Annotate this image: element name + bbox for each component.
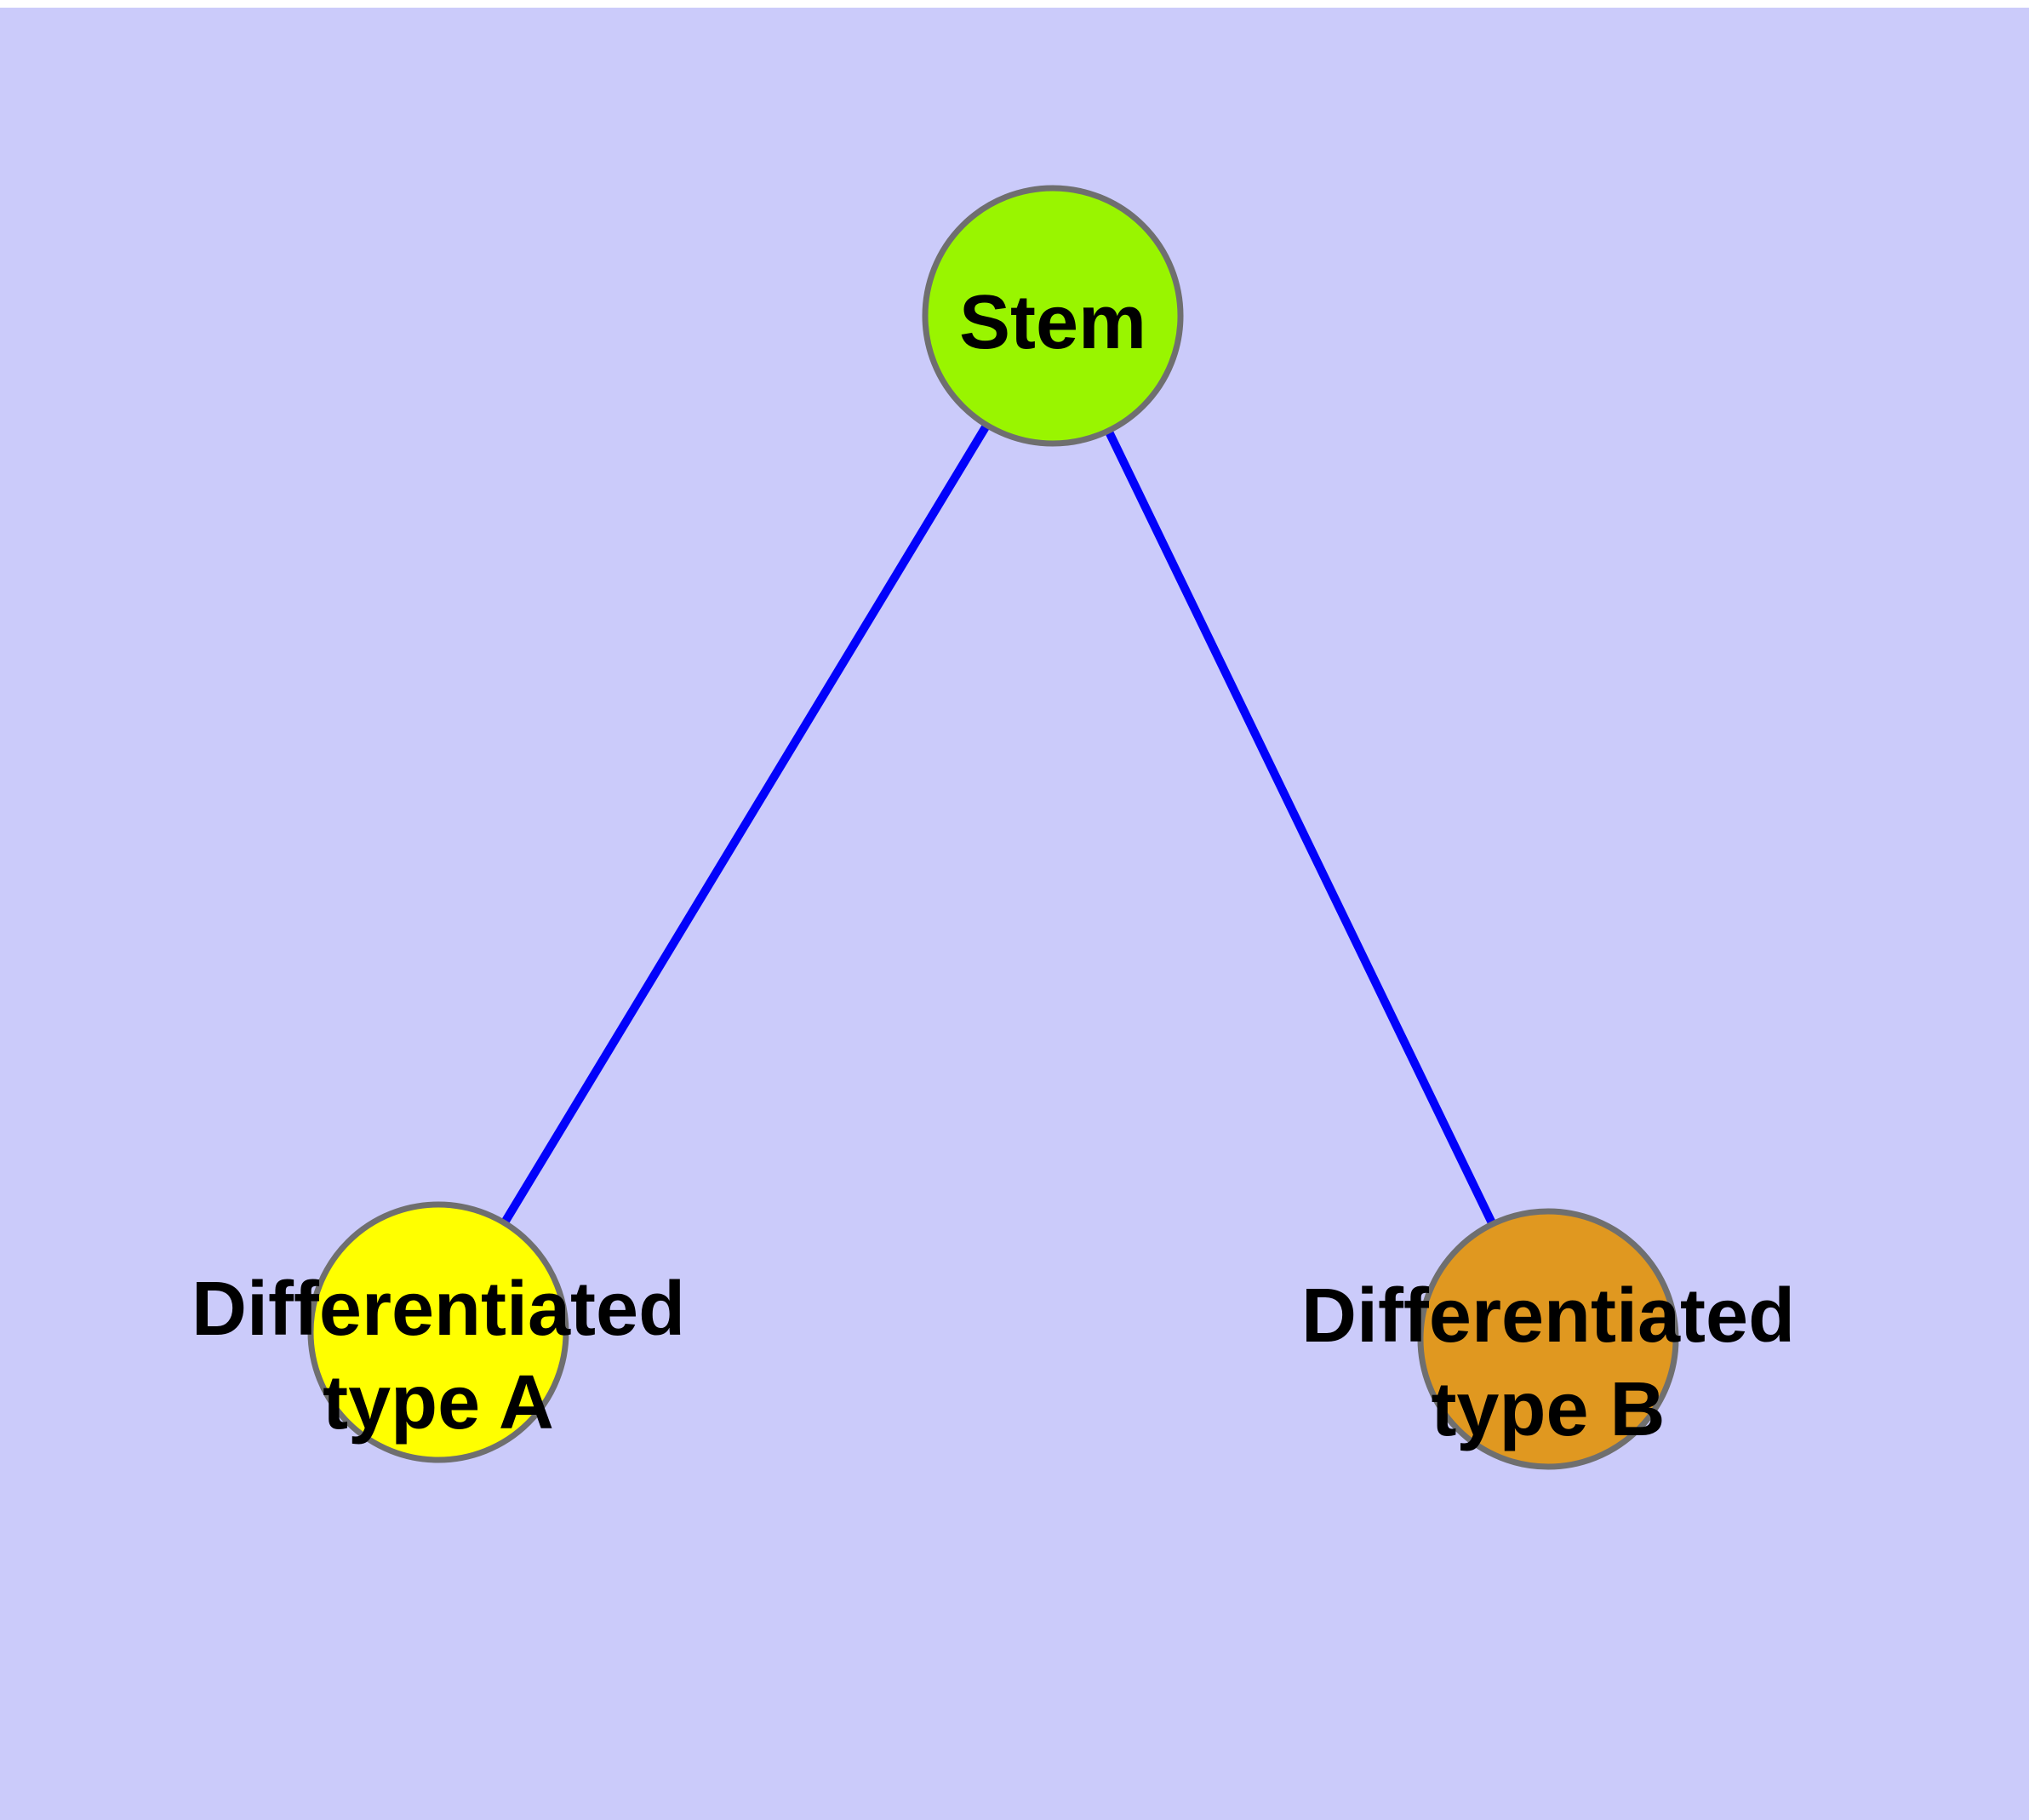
edge-stem-to-differentiated-a — [434, 313, 1057, 1335]
node-differentiated-type-a[interactable] — [307, 1201, 569, 1463]
edge-stem-to-differentiated-b — [1049, 313, 1552, 1342]
node-differentiated-type-b[interactable] — [1417, 1208, 1679, 1470]
node-stem[interactable] — [922, 185, 1184, 447]
top-margin-strip — [0, 0, 2029, 8]
